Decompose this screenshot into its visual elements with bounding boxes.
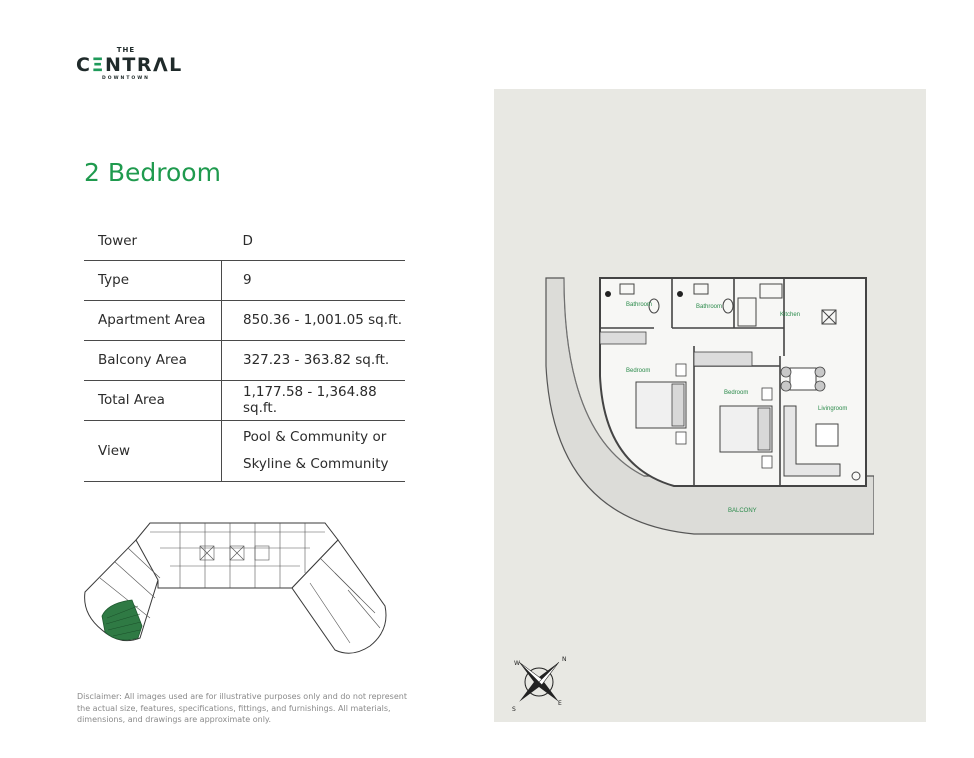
room-label-balcony: BALCONY — [728, 508, 757, 514]
highlighted-unit — [101, 599, 143, 641]
spec-label: Apartment Area — [98, 312, 206, 328]
spec-value: 9 — [221, 260, 405, 300]
spec-value: D — [242, 232, 253, 249]
spec-row-balcony-area: Balcony Area 327.23 - 363.82 sq.ft. — [84, 340, 405, 380]
spec-label: Tower — [98, 232, 138, 249]
spec-row-type: Type 9 — [84, 260, 405, 300]
brand-logo: THE CΞNTRΛL DOWNTOWN — [76, 46, 181, 83]
room-label-livingroom: Livingroom — [818, 406, 847, 412]
spec-row-view: View Pool & Community or Skyline & Commu… — [84, 420, 405, 481]
compass-rose: N S E W — [512, 656, 567, 713]
logo-central-c: C — [76, 54, 92, 76]
logo-central-rest: NTRΛL — [104, 54, 183, 76]
spec-label: Balcony Area — [98, 352, 187, 368]
compass-west: W — [514, 660, 520, 667]
spec-value-line: Skyline & Community — [243, 455, 389, 472]
unit-title: 2 Bedroom — [84, 158, 221, 187]
floor-plan: Bathroom Bathroom Kitchen Bedroom Bedroo… — [545, 277, 874, 535]
spec-value: 327.23 - 363.82 sq.ft. — [221, 340, 405, 380]
room-label-bedroom-2: Bedroom — [724, 390, 748, 396]
spec-row-tower: Tower D — [84, 222, 405, 260]
compass-east: E — [558, 700, 562, 707]
spec-row-total-area: Total Area 1,177.58 - 1,364.88 sq.ft. — [84, 380, 405, 420]
spec-label: Type — [98, 272, 130, 288]
spec-label: Total Area — [98, 392, 165, 408]
apartment-outline — [599, 277, 867, 487]
logo-central: CΞNTRΛL — [76, 54, 181, 76]
compass-north: N — [562, 656, 567, 663]
room-label-kitchen: Kitchen — [780, 312, 800, 318]
key-plan — [84, 522, 387, 654]
compass-south: S — [512, 706, 516, 713]
room-label-bathroom-2: Bathroom — [696, 304, 722, 310]
logo-downtown: DOWNTOWN — [102, 76, 150, 81]
room-label-bathroom-1: Bathroom — [626, 302, 652, 308]
spec-table: Tower D Type 9 Apartment Area 850.36 - 1… — [84, 222, 405, 482]
spec-value-line: Pool & Community or — [243, 428, 387, 445]
floor-plan-panel: Bathroom Bathroom Kitchen Bedroom Bedroo… — [494, 89, 926, 722]
logo-central-e: Ξ — [91, 54, 105, 76]
spec-value: 850.36 - 1,001.05 sq.ft. — [221, 300, 405, 340]
logo-the: THE — [116, 46, 136, 54]
room-label-bedroom-1: Bedroom — [626, 368, 650, 374]
spec-row-apartment-area: Apartment Area 850.36 - 1,001.05 sq.ft. — [84, 300, 405, 340]
spec-value: Pool & Community or Skyline & Community — [221, 420, 405, 481]
spec-value: 1,177.58 - 1,364.88 sq.ft. — [221, 380, 405, 420]
disclaimer-text: Disclaimer: All images used are for illu… — [77, 692, 407, 724]
spec-label: View — [98, 442, 131, 459]
